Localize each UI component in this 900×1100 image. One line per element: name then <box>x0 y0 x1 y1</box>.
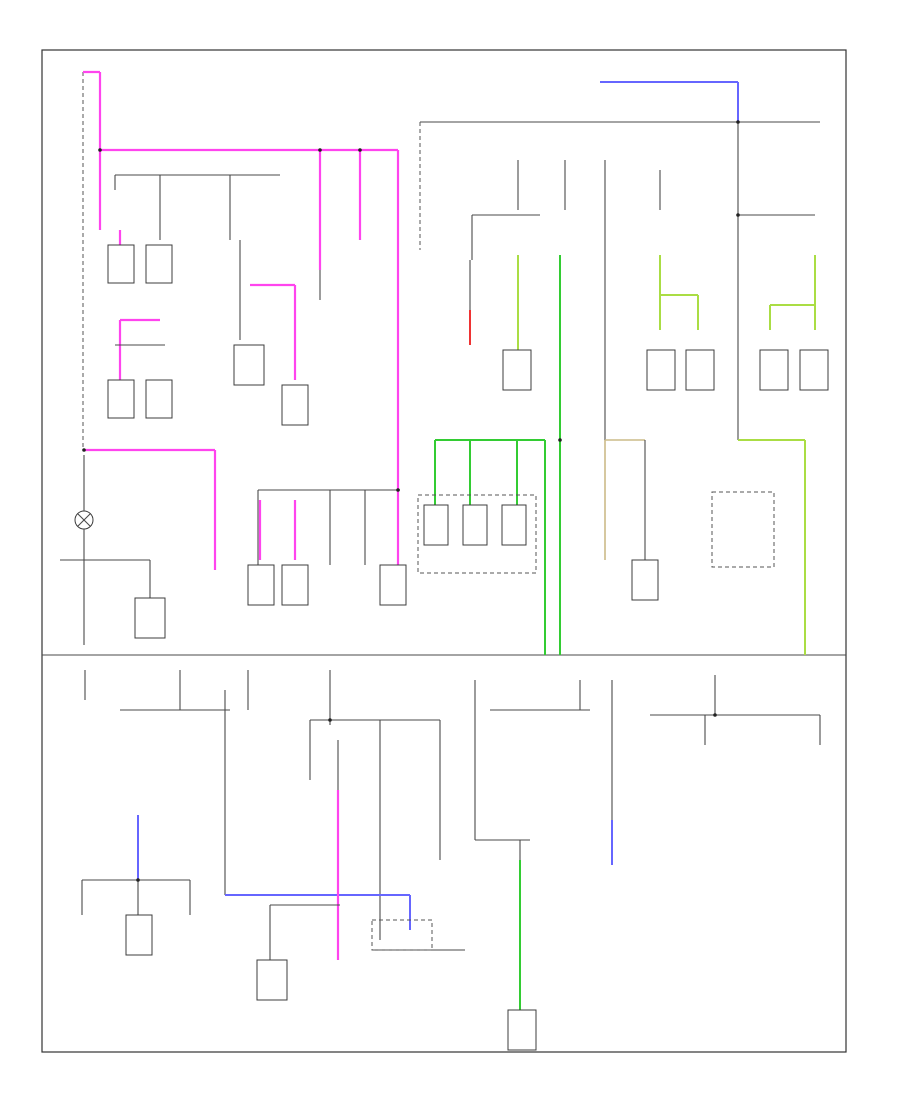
component-box <box>281 564 309 606</box>
component-box <box>502 349 532 391</box>
component-box <box>646 349 676 391</box>
component-box <box>631 559 659 601</box>
top-right-section <box>417 81 829 655</box>
component-box <box>247 564 275 606</box>
top-left-section <box>60 70 407 645</box>
component-box <box>423 504 449 546</box>
component-box <box>256 959 288 1001</box>
component-box <box>685 349 715 391</box>
component-box <box>107 244 135 284</box>
component-box <box>462 504 488 546</box>
component-box <box>759 349 789 391</box>
component-box <box>507 1009 537 1051</box>
component-box <box>134 597 166 639</box>
diagram-frame <box>41 49 847 1053</box>
module-outline <box>371 919 433 951</box>
component-box <box>145 244 173 284</box>
bottom-section <box>81 670 821 1051</box>
component-box <box>799 349 829 391</box>
module-outline <box>711 491 775 568</box>
component-box <box>501 504 527 546</box>
component-box <box>379 564 407 606</box>
component-box <box>107 379 135 419</box>
component-box <box>145 379 173 419</box>
junction-dots <box>82 120 740 882</box>
component-box <box>281 384 309 426</box>
module-outline <box>417 494 537 574</box>
component-box <box>125 914 153 956</box>
component-box <box>233 344 265 386</box>
